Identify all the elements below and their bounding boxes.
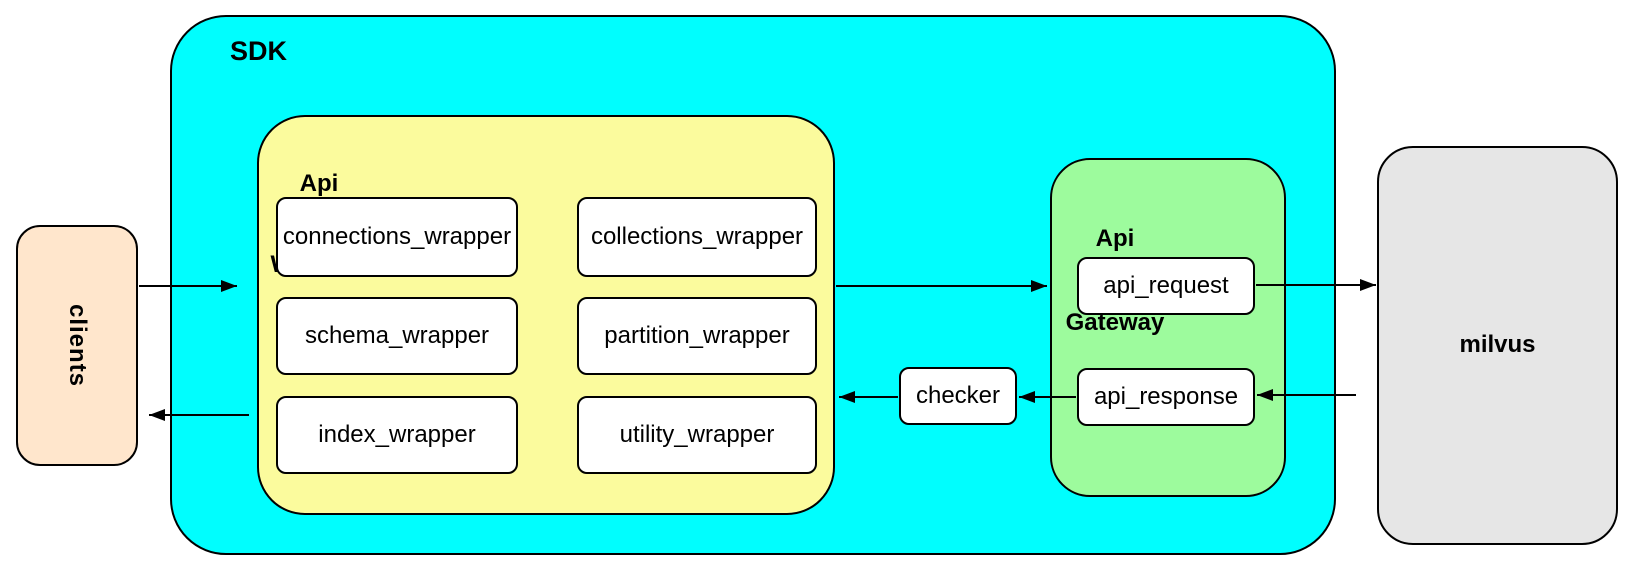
wrapper-box-partition: partition_wrapper bbox=[577, 297, 817, 375]
wrapper-box-utility: utility_wrapper bbox=[577, 396, 817, 474]
api-gateway-label-line1: Api bbox=[1095, 225, 1135, 252]
wrapper-box-connections: connections_wrapper bbox=[276, 197, 518, 277]
wrapper-box-schema: schema_wrapper bbox=[276, 297, 518, 375]
clients-box: clients bbox=[16, 225, 138, 466]
api-request-box: api_request bbox=[1077, 257, 1255, 315]
checker-box: checker bbox=[899, 367, 1017, 425]
sdk-label: SDK bbox=[230, 36, 288, 66]
milvus-box: milvus bbox=[1377, 146, 1618, 545]
wrapper-box-collections: collections_wrapper bbox=[577, 197, 817, 277]
wrapper-box-index: index_wrapper bbox=[276, 396, 518, 474]
api-response-box: api_response bbox=[1077, 368, 1255, 426]
api-wrapper-label-line1: Api bbox=[299, 170, 339, 197]
api-gateway-container bbox=[1050, 158, 1286, 497]
clients-label: clients bbox=[64, 303, 92, 388]
